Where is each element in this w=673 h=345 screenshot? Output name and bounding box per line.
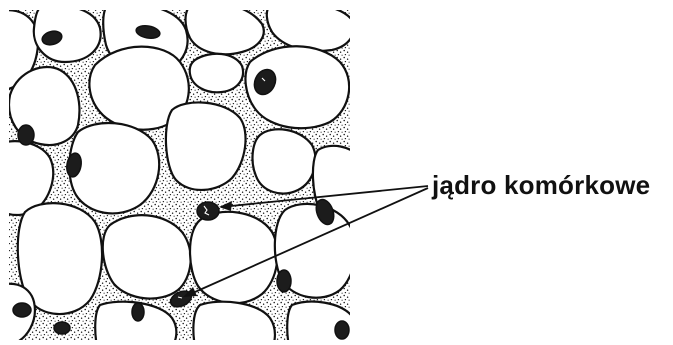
cell-tissue [0,0,362,345]
vacuole [253,129,316,193]
nucleus [54,322,70,334]
nucleus [132,303,144,321]
vacuole [166,102,246,190]
nucleus [277,270,291,292]
nucleus [197,202,219,220]
nucleus [13,303,31,317]
nucleus [335,321,349,339]
vacuole [103,215,191,298]
nucleus [18,125,34,145]
vacuole [190,212,277,303]
vacuole [69,123,159,213]
vacuole [190,54,243,93]
vacuole [34,6,101,62]
nucleus-label: jądro komórkowe [432,170,650,201]
